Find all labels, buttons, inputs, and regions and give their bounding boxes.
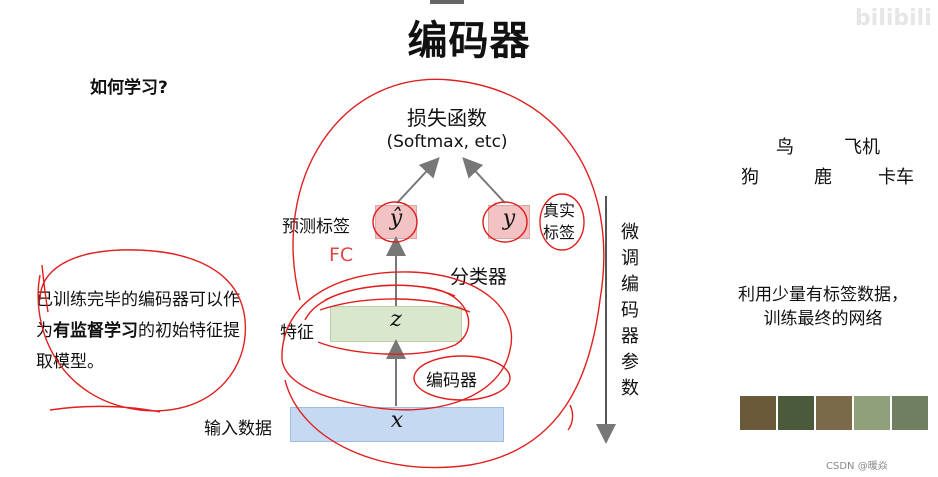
feature-label: 特征 <box>280 323 314 343</box>
left-note-part2: 的初始特征提取模型。 <box>36 321 240 372</box>
input-label: 输入数据 <box>204 419 272 439</box>
encoder-label: 编码器 <box>426 371 477 391</box>
finetune-char: 微 <box>621 222 639 243</box>
thumbnail-airplane <box>892 396 928 430</box>
right-note-line1: 利用少量有标签数据， <box>738 285 908 305</box>
csdn-credit: CSDN @暖焱 <box>826 461 888 472</box>
thumbnail-strip <box>740 396 930 430</box>
thumbnail-deer <box>816 396 852 430</box>
y-symbol: y <box>502 206 516 231</box>
page-title: 编码器 <box>407 18 531 64</box>
class-truck: 卡车 <box>878 167 914 188</box>
z-symbol: z <box>390 307 402 332</box>
class-plane: 飞机 <box>844 137 880 158</box>
class-dog: 狗 <box>741 167 759 188</box>
finetune-char: 编 <box>621 274 639 295</box>
finetune-char: 码 <box>621 300 639 321</box>
thumbnail-plane <box>854 396 890 430</box>
left-note-part1: 已训练完毕的编码器可以作为 <box>36 290 240 341</box>
yhat-symbol: ŷ <box>389 206 403 231</box>
finetune-label: 微 调 编 码 器 参 数 <box>618 220 642 402</box>
prediction-label: 预测标签 <box>282 217 350 237</box>
x-symbol: x <box>390 408 404 433</box>
true-label: 真实 标签 <box>543 200 583 244</box>
finetune-char: 器 <box>621 326 639 347</box>
loss-function-label: 损失函数 <box>407 106 487 130</box>
thumbnail-bird <box>778 396 814 430</box>
true-label-line2: 标签 <box>543 223 576 242</box>
top-bar <box>430 0 464 4</box>
loss-detail-label: (Softmax, etc) <box>386 132 508 152</box>
feature-box: z <box>330 306 462 342</box>
arrow-y-to-loss <box>462 157 506 204</box>
finetune-char: 调 <box>621 248 639 269</box>
finetune-char: 数 <box>621 378 639 399</box>
class-deer: 鹿 <box>814 167 832 188</box>
right-note: 利用少量有标签数据， 训练最终的网络 <box>718 283 928 331</box>
right-note-line2: 训练最终的网络 <box>763 309 883 329</box>
finetune-char: 参 <box>621 352 639 373</box>
left-note: 已训练完毕的编码器可以作为有监督学习的初始特征提取模型。 <box>36 285 246 378</box>
class-bird: 鸟 <box>776 137 794 158</box>
subtitle: 如何学习? <box>90 78 168 98</box>
thumbnail-dog <box>740 396 776 430</box>
left-note-bold: 有监督学习 <box>53 321 138 341</box>
true-label-line1: 真实 <box>543 201 576 220</box>
arrow-yhat-to-loss <box>396 157 440 204</box>
red-annotations <box>37 78 605 469</box>
bilibili-watermark: bilibili <box>855 6 932 31</box>
fc-label: FC <box>329 244 354 266</box>
